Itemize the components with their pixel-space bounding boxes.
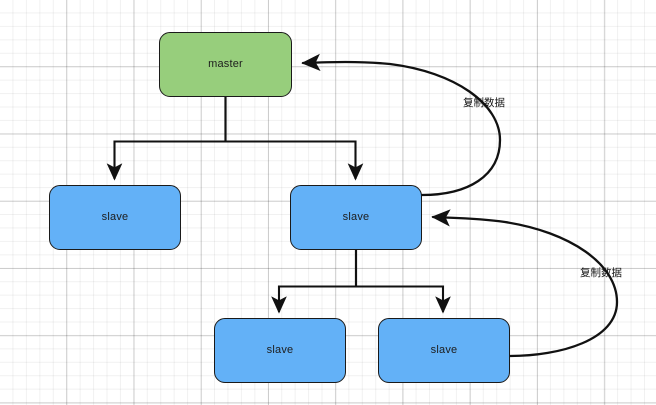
edge-label-replicate-data-upper: 复制数据 xyxy=(463,97,505,109)
node-slave-bottom-right[interactable]: slave xyxy=(378,318,510,383)
edge-label-replicate-data-lower: 复制数据 xyxy=(580,267,622,279)
edge-slave-middle-to-master xyxy=(301,53,502,197)
node-slave-middle[interactable]: slave xyxy=(290,185,422,250)
node-slave-bottom-right-label: slave xyxy=(430,344,458,356)
node-slave-middle-label: slave xyxy=(342,211,370,223)
node-slave-left-label: slave xyxy=(101,211,129,223)
node-slave-bottom-left-label: slave xyxy=(266,344,294,356)
node-slave-bottom-left[interactable]: slave xyxy=(214,318,346,383)
node-slave-left[interactable]: slave xyxy=(49,185,181,250)
edge-slave-middle-to-bottom-left xyxy=(271,250,358,314)
node-master-label: master xyxy=(208,58,243,70)
edge-slave-middle-to-bottom-right xyxy=(354,250,451,314)
node-master[interactable]: master xyxy=(159,32,292,97)
edge-master-to-slave-left xyxy=(106,97,227,181)
edge-master-to-slave-middle xyxy=(224,97,364,181)
